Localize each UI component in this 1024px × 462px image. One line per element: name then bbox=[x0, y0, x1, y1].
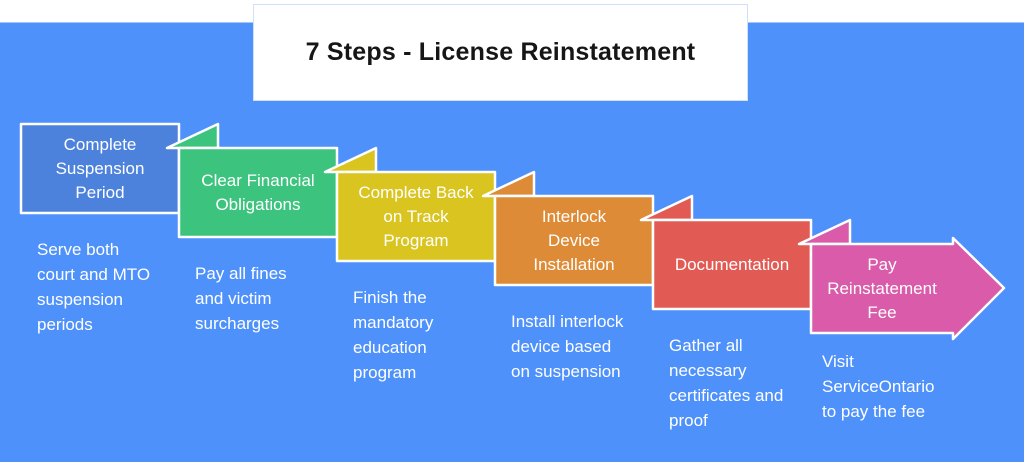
step-1-banner-shape bbox=[19, 122, 181, 215]
step-6-arrow-shape bbox=[809, 236, 1006, 341]
title-box: 7 Steps - License Reinstatement bbox=[253, 4, 748, 101]
step-2-banner-shape bbox=[177, 146, 339, 239]
step-3-banner-shape bbox=[335, 170, 497, 263]
step-4-banner-shape bbox=[493, 194, 655, 287]
page-title: 7 Steps - License Reinstatement bbox=[305, 38, 696, 66]
step-5-banner-shape bbox=[651, 218, 813, 311]
